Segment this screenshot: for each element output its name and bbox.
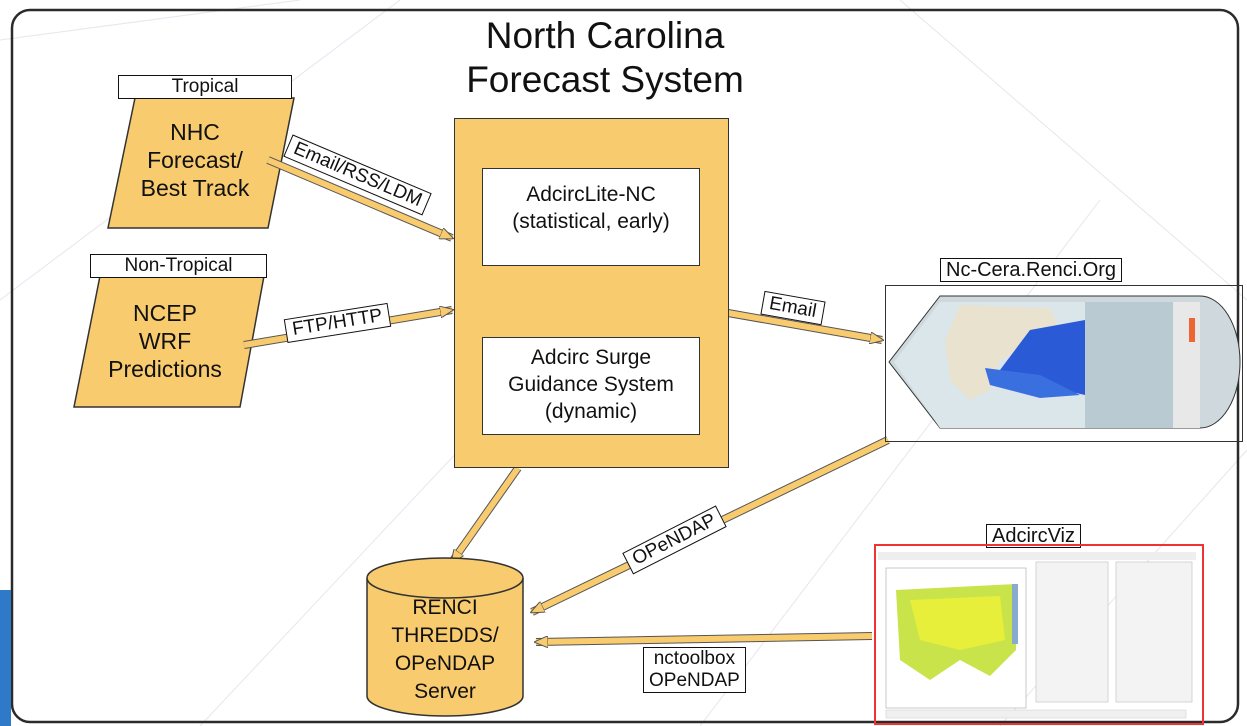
nctoolbox-line-1: nctoolbox bbox=[653, 648, 736, 669]
nontropical-line-3: Predictions bbox=[108, 356, 222, 382]
title-line-2: Forecast System bbox=[466, 59, 744, 100]
adcirclite-line-2: (statistical, early) bbox=[512, 210, 670, 233]
nccera-label: Nc-Cera.Renci.Org bbox=[940, 258, 1123, 282]
nctoolbox-line-2: OPeNDAP bbox=[649, 670, 740, 691]
nontropical-source-text: NCEP WRF Predictions bbox=[85, 299, 245, 383]
surge-line-2: Guidance System bbox=[508, 373, 674, 396]
server-line-4: Server bbox=[414, 680, 476, 703]
tropical-tag: Tropical bbox=[118, 75, 292, 99]
surge-guidance-box: Adcirc Surge Guidance System (dynamic) bbox=[482, 337, 700, 435]
nontropical-line-2: WRF bbox=[138, 328, 192, 354]
tropical-line-3: Best Track bbox=[140, 175, 250, 201]
thredds-server-cylinder bbox=[366, 557, 524, 717]
tropical-source-text: NHC Forecast/ Best Track bbox=[110, 118, 280, 202]
nctoolbox-label: nctoolbox OPeNDAP bbox=[643, 647, 746, 693]
nccera-frame bbox=[885, 285, 1243, 442]
nontropical-tag: Non-Tropical bbox=[90, 254, 267, 278]
server-line-3: OPeNDAP bbox=[394, 652, 496, 675]
title-line-1: North Carolina bbox=[485, 15, 725, 56]
nontropical-line-1: NCEP bbox=[133, 300, 197, 326]
adcirclite-box: AdcircLite-NC (statistical, early) bbox=[482, 168, 700, 266]
diagram-title: North Carolina Forecast System bbox=[440, 14, 770, 102]
forecast-system-box: AdcircLite-NC (statistical, early) Adcir… bbox=[454, 118, 729, 468]
server-line-1: RENCI bbox=[412, 596, 478, 619]
tropical-line-2: Forecast/ bbox=[147, 147, 243, 173]
surge-line-3: (dynamic) bbox=[544, 400, 638, 423]
adcirclite-line-1: AdcircLite-NC bbox=[526, 183, 656, 206]
server-text: RENCI THREDDS/ OPeNDAP Server bbox=[365, 594, 525, 706]
tropical-line-1: NHC bbox=[170, 119, 220, 145]
nccera-map-thumbnail bbox=[888, 295, 1241, 429]
adcircviz-screenshot bbox=[878, 552, 1196, 719]
edge-accent bbox=[0, 590, 11, 726]
surge-line-1: Adcirc Surge bbox=[530, 346, 652, 369]
server-line-2: THREDDS/ bbox=[391, 624, 499, 647]
adcircviz-frame bbox=[874, 544, 1204, 725]
